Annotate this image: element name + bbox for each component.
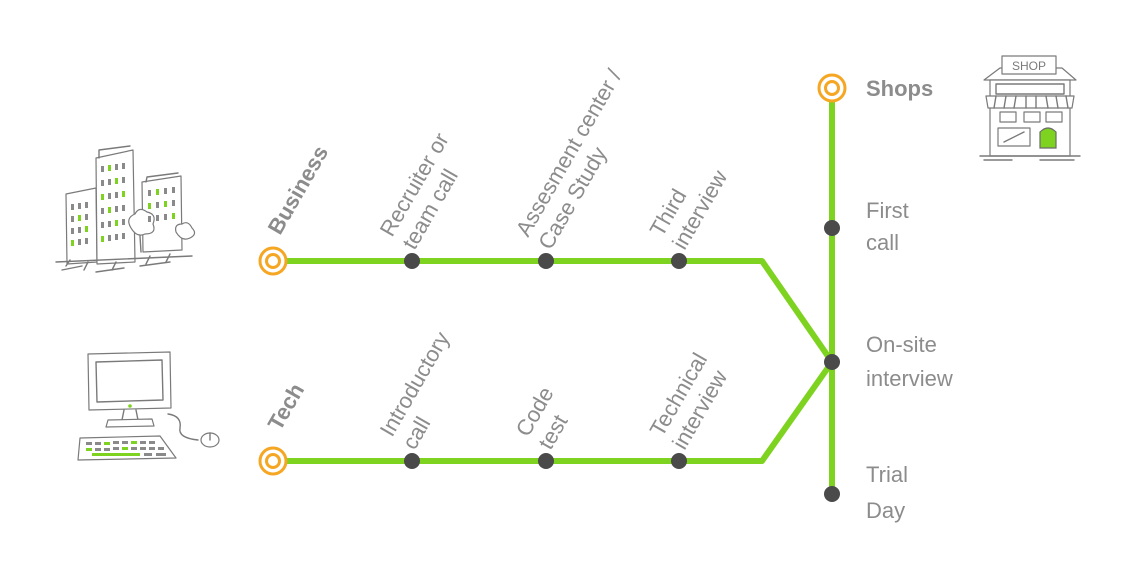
tech-stop-3 xyxy=(671,453,687,469)
shops-stop-3-label: Trial Day xyxy=(866,462,908,523)
business-stop-3-label: Third interview xyxy=(645,166,733,254)
desktop-computer-icon xyxy=(77,351,220,461)
tech-stop-1-label: Introductory call xyxy=(375,327,455,453)
shops-stop-3-line1: Trial xyxy=(866,462,908,487)
shops-start-marker xyxy=(817,73,847,103)
shops-stop-3 xyxy=(824,486,840,502)
business-stop-2-label: Assesment center / Case Study xyxy=(511,64,627,253)
shops-stop-2-line1: On-site xyxy=(866,332,937,357)
tech-start-marker xyxy=(258,446,288,476)
shops-stop-1-line1: First xyxy=(866,198,909,223)
shops-stop-1-label: First call xyxy=(866,198,909,255)
business-stop-1-label: Recruiter or team call xyxy=(375,128,463,253)
business-stop-1 xyxy=(404,253,420,269)
tech-stop-1 xyxy=(404,453,420,469)
tech-stop-2-label: Code test xyxy=(511,382,573,453)
business-line-label: Business xyxy=(263,141,334,238)
tech-stop-3-label: Technical interview xyxy=(645,349,733,454)
office-buildings-icon xyxy=(55,145,196,273)
shop-icon: SHOP xyxy=(979,55,1081,161)
shops-line-label: Shops xyxy=(866,76,933,101)
business-start-marker xyxy=(258,246,288,276)
business-track xyxy=(270,258,835,365)
tech-line-label: Tech xyxy=(263,379,310,435)
tech-stop-2 xyxy=(538,453,554,469)
shops-stop-3-line2: Day xyxy=(866,498,905,523)
shop-sign-text: SHOP xyxy=(1012,59,1046,73)
shops-stop-1-line2: call xyxy=(866,230,899,255)
shops-stop-2-label: On-site interview xyxy=(866,332,953,391)
shops-stop-2 xyxy=(824,354,840,370)
shops-stop-1 xyxy=(824,220,840,236)
shops-stop-2-line2: interview xyxy=(866,366,953,391)
business-stop-3 xyxy=(671,253,687,269)
business-stop-2 xyxy=(538,253,554,269)
tech-track xyxy=(270,359,835,464)
